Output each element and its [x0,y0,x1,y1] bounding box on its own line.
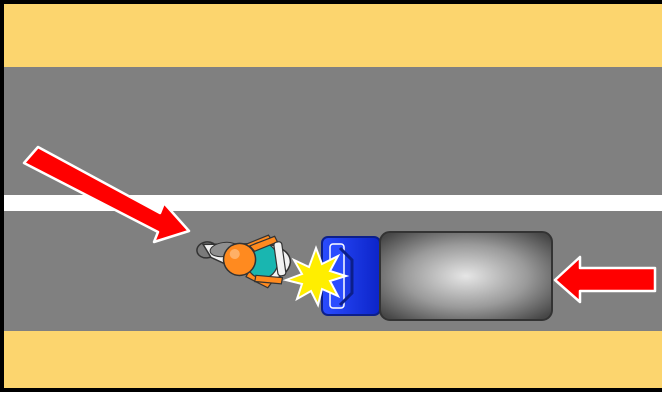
truck-cargo [380,232,552,320]
sidewalk-bottom [4,331,662,388]
truck-top-view-icon [322,232,552,320]
sidewalk-top [4,4,662,67]
